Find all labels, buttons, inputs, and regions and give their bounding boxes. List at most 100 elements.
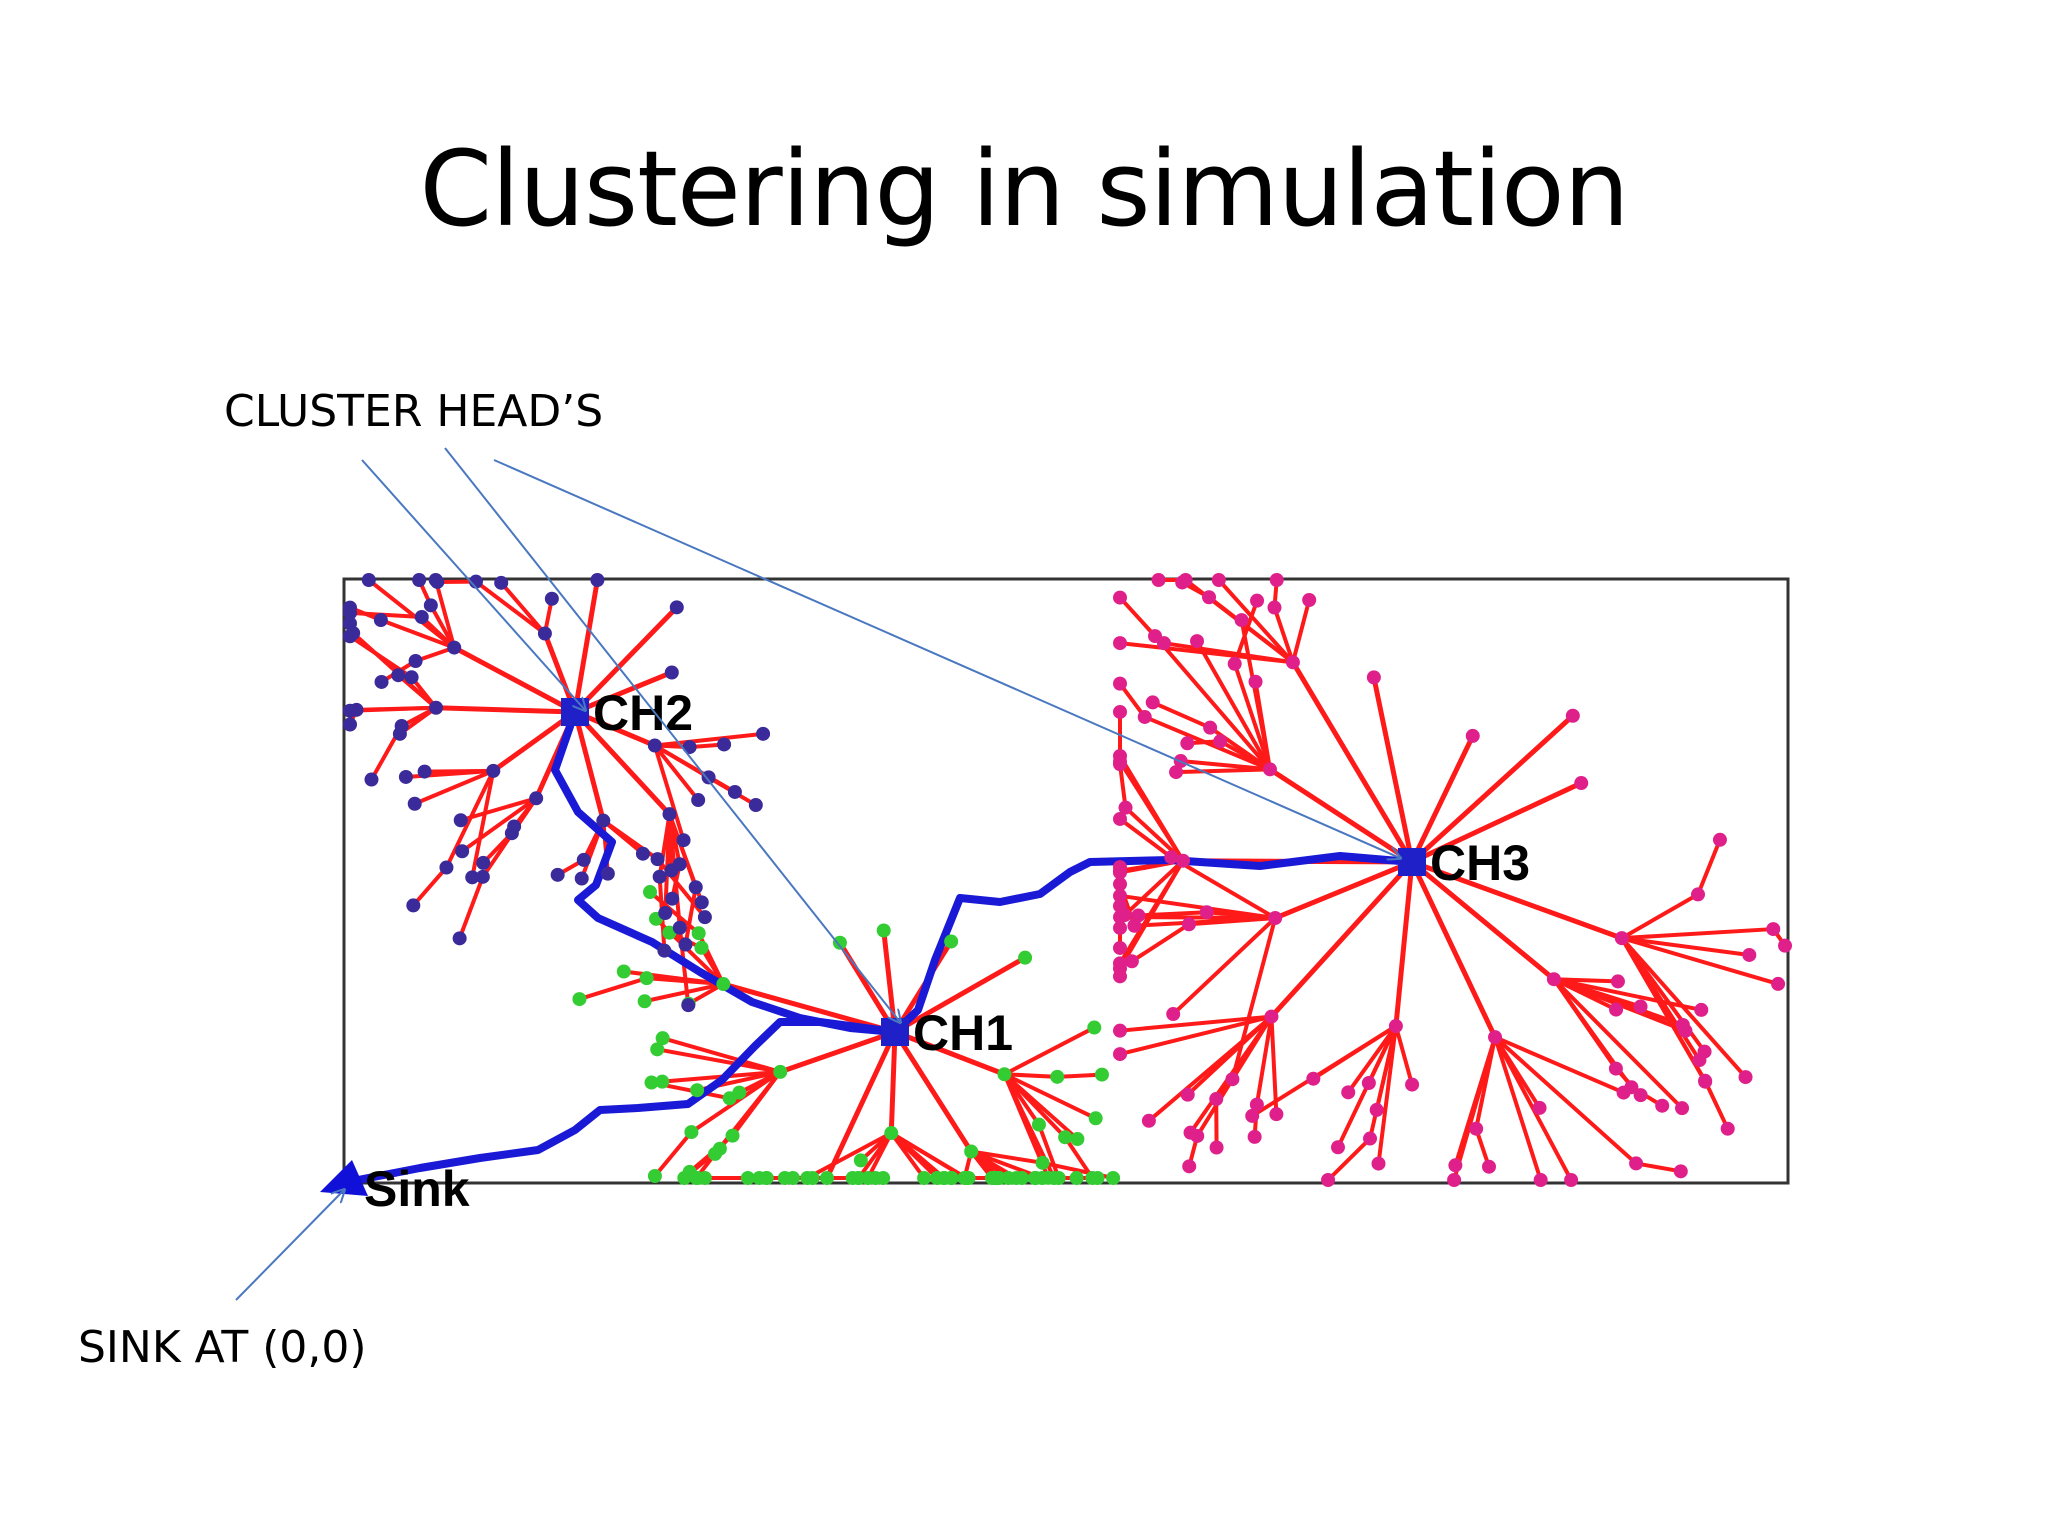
- cluster-heads-callout: CLUSTER HEAD’S: [224, 386, 604, 437]
- sensor-node: [423, 598, 438, 613]
- sensor-node: [665, 891, 680, 906]
- link: [660, 1036, 783, 1074]
- sensor-node: [756, 726, 771, 741]
- link: [1195, 639, 1272, 772]
- sensor-node: [1738, 1070, 1753, 1085]
- link: [572, 577, 600, 715]
- link: [889, 1131, 969, 1180]
- link: [1002, 1025, 1097, 1077]
- sensor-node: [717, 737, 732, 752]
- sensor-node: [664, 863, 679, 878]
- sensor-node: [655, 1031, 670, 1046]
- sensor-node: [1720, 1121, 1735, 1136]
- link: [1268, 859, 1415, 1020]
- sensor-node: [572, 992, 587, 1007]
- sensor-node: [773, 1064, 788, 1079]
- link: [1551, 977, 1619, 1012]
- sensor-node: [658, 905, 673, 920]
- sensor-node: [412, 573, 427, 587]
- sensor-node: [1629, 1156, 1644, 1171]
- link: [1376, 1024, 1398, 1166]
- sensor-node: [1180, 1087, 1195, 1102]
- ch1-head-marker: [881, 1018, 909, 1046]
- link: [737, 1069, 783, 1095]
- link: [889, 1131, 947, 1180]
- sensor-node: [1199, 905, 1214, 920]
- sensor-node: [475, 869, 490, 884]
- sensor-node: [785, 1171, 800, 1185]
- sensor-node: [662, 925, 677, 940]
- link: [1366, 1024, 1398, 1085]
- link: [572, 604, 680, 715]
- link: [433, 705, 578, 715]
- link: [1452, 1035, 1498, 1182]
- sensor-node: [414, 610, 429, 625]
- sensor-node: [1180, 736, 1195, 751]
- sensor-node: [676, 833, 691, 848]
- link: [652, 731, 766, 748]
- link: [428, 603, 457, 650]
- link: [1409, 859, 1498, 1040]
- link: [1409, 733, 1476, 865]
- sensor-node: [1141, 1113, 1156, 1128]
- link: [1185, 1014, 1274, 1097]
- sensor-node: [1117, 908, 1132, 923]
- sensor-node: [1532, 1100, 1547, 1115]
- sensor-node: [1106, 1171, 1121, 1185]
- sensor-node: [1388, 1019, 1403, 1034]
- sensor-node: [1269, 573, 1284, 587]
- cluster-heads: [320, 698, 1426, 1196]
- sensor-node: [1609, 1002, 1624, 1017]
- link: [1619, 936, 1752, 957]
- sensor-node: [819, 1171, 834, 1185]
- sensor-node: [876, 1171, 891, 1185]
- sensor-node: [504, 826, 519, 841]
- sensor-node: [1363, 1131, 1378, 1146]
- sensor-node: [1371, 1156, 1386, 1171]
- sensor-node: [544, 591, 559, 606]
- sensor-node: [1176, 853, 1191, 868]
- link: [713, 1069, 783, 1156]
- link: [1409, 713, 1576, 865]
- sensor-node: [1633, 999, 1648, 1014]
- sensor-node: [740, 1171, 755, 1185]
- link: [1634, 1161, 1683, 1174]
- sensor-node: [404, 670, 419, 685]
- sensor-node: [1113, 920, 1127, 935]
- sensor-node: [727, 784, 742, 799]
- sensor-node: [1742, 947, 1757, 962]
- link: [667, 812, 674, 873]
- sensor-node: [697, 910, 712, 925]
- sensor-node: [997, 1067, 1012, 1082]
- link: [1002, 1072, 1080, 1142]
- arrow-to-sink: [235, 1190, 344, 1301]
- ch2-head-marker: [561, 698, 589, 726]
- link: [689, 1069, 783, 1135]
- link: [1118, 641, 1295, 665]
- sensor-node: [1113, 877, 1127, 892]
- sensor-node: [1169, 765, 1184, 780]
- sensor-node: [964, 1144, 979, 1159]
- link: [1272, 859, 1415, 921]
- link: [667, 812, 698, 890]
- link: [1619, 927, 1776, 941]
- sensor-node: [1565, 708, 1580, 723]
- link: [1695, 837, 1722, 897]
- sensor-node: [1127, 918, 1142, 933]
- link: [1055, 1072, 1104, 1079]
- sensor-node: [1156, 636, 1171, 651]
- sensor-node: [1151, 573, 1166, 587]
- sensor-node: [455, 844, 470, 859]
- sensor-node: [1268, 911, 1283, 926]
- ch3-head-marker: [1398, 848, 1426, 876]
- link: [577, 976, 649, 1002]
- sensor-node: [1448, 1158, 1463, 1173]
- link: [1153, 634, 1272, 772]
- sensor-node: [664, 665, 679, 680]
- sensor-node: [373, 613, 388, 628]
- sensor-node: [851, 1171, 866, 1185]
- sensor-node: [876, 923, 891, 938]
- sensor-node: [1608, 1061, 1623, 1076]
- link: [1493, 1035, 1626, 1095]
